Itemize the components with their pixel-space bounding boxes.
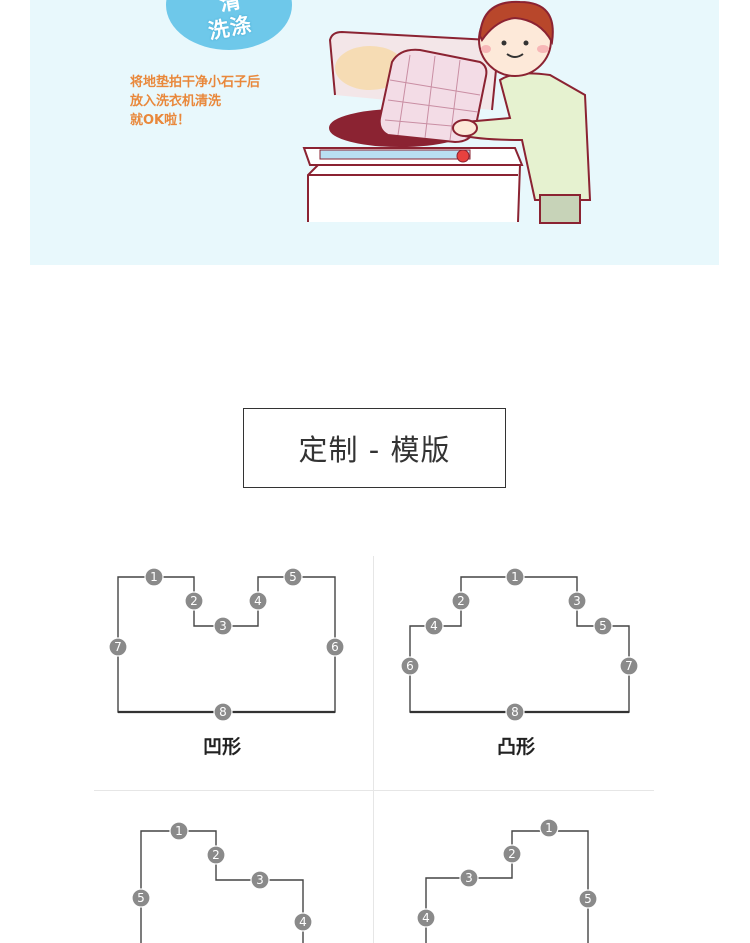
svg-text:3: 3: [573, 594, 581, 608]
marker-convex-3: 3: [567, 591, 587, 611]
svg-text:5: 5: [289, 570, 297, 584]
svg-text:2: 2: [457, 594, 465, 608]
marker-concave-7: 7: [108, 637, 128, 657]
svg-text:7: 7: [114, 640, 122, 654]
svg-text:1: 1: [150, 570, 158, 584]
marker-step-left-5: 5: [578, 889, 598, 909]
section-title: 定制 - 模版: [298, 433, 451, 467]
svg-text:2: 2: [508, 847, 516, 861]
marker-concave-1: 1: [144, 567, 164, 587]
template-label-concave: 凹形: [202, 736, 242, 758]
marker-convex-1: 1: [505, 567, 525, 587]
svg-text:4: 4: [299, 915, 307, 929]
svg-text:8: 8: [511, 705, 519, 719]
grid-divider-horizontal: [94, 790, 654, 791]
svg-text:3: 3: [465, 871, 473, 885]
svg-text:3: 3: [256, 873, 264, 887]
marker-convex-2: 2: [451, 591, 471, 611]
marker-step-left-3: 3: [459, 868, 479, 888]
marker-concave-8: 8: [213, 702, 233, 722]
svg-text:7: 7: [625, 659, 633, 673]
marker-step-right-2: 2: [206, 845, 226, 865]
svg-text:1: 1: [511, 570, 519, 584]
svg-text:4: 4: [430, 619, 438, 633]
svg-text:2: 2: [212, 848, 220, 862]
marker-step-right-1: 1: [169, 821, 189, 841]
marker-step-right-3: 3: [250, 870, 270, 890]
washing-machine-scene: [302, 0, 592, 224]
marker-step-left-4: 4: [416, 908, 436, 928]
svg-text:4: 4: [254, 594, 262, 608]
marker-step-right-4: 4: [293, 912, 313, 932]
svg-text:6: 6: [331, 640, 339, 654]
svg-text:5: 5: [599, 619, 607, 633]
svg-text:2: 2: [190, 594, 198, 608]
marker-convex-6: 6: [400, 656, 420, 676]
marker-concave-2: 2: [184, 591, 204, 611]
marker-concave-5: 5: [283, 567, 303, 587]
marker-concave-6: 6: [325, 637, 345, 657]
svg-text:3: 3: [219, 619, 227, 633]
marker-step-left-1: 1: [539, 818, 559, 838]
svg-text:1: 1: [545, 821, 553, 835]
marker-concave-3: 3: [213, 616, 233, 636]
instruction-line-2: 放入洗衣机清洗: [130, 94, 222, 109]
control-panel: [319, 149, 471, 163]
svg-text:5: 5: [584, 892, 592, 906]
instruction-text: 将地垫拍干净小石子后 放入洗衣机清洗 就OK啦！: [130, 73, 260, 130]
cartoon-person: [452, 0, 592, 224]
svg-text:5: 5: [137, 891, 145, 905]
marker-convex-5: 5: [593, 616, 613, 636]
marker-convex-4: 4: [424, 616, 444, 636]
instruction-line-3: 就OK啦！: [130, 113, 191, 128]
washing-illustration-banner: 清 洗涤 将地垫拍干净小石子后 放入洗衣机清洗 就OK啦！: [30, 0, 719, 265]
svg-text:6: 6: [406, 659, 414, 673]
marker-convex-8: 8: [505, 702, 525, 722]
marker-concave-4: 4: [248, 591, 268, 611]
marker-step-right-5: 5: [131, 888, 151, 908]
marker-convex-7: 7: [619, 656, 639, 676]
svg-text:8: 8: [219, 705, 227, 719]
section-title-box: 定制 - 模版: [243, 408, 506, 488]
instruction-line-1: 将地垫拍干净小石子后: [130, 75, 261, 90]
grid-divider-vertical: [373, 556, 374, 943]
svg-text:4: 4: [422, 911, 430, 925]
template-label-convex: 凸形: [496, 736, 536, 758]
svg-text:1: 1: [175, 824, 183, 838]
marker-step-left-2: 2: [502, 844, 522, 864]
